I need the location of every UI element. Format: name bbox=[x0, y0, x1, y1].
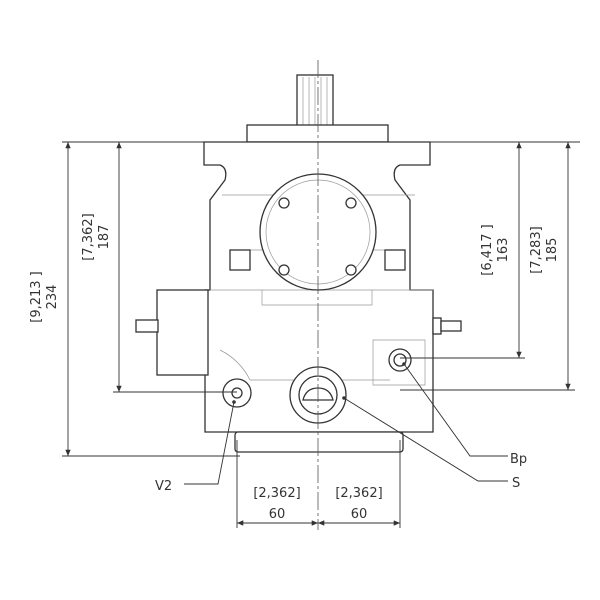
label-v2: V2 bbox=[155, 479, 172, 494]
dim-234-inch: [9,213 ] bbox=[29, 271, 44, 323]
side-control-block bbox=[156, 289, 209, 376]
leader-lines bbox=[184, 363, 508, 485]
dim-right-60-mm: 60 bbox=[351, 507, 368, 522]
cover-bolts bbox=[278, 197, 357, 276]
dim-left-60-mm: 60 bbox=[269, 507, 286, 522]
dim-187-mm: 187 bbox=[97, 225, 112, 250]
right-stud bbox=[440, 320, 462, 332]
dim-left-60-inch: [2,362] bbox=[253, 486, 300, 501]
label-bp: Bp bbox=[510, 452, 527, 467]
dim-187-inch: [7,362] bbox=[81, 213, 96, 260]
pump-body bbox=[135, 74, 462, 453]
pilot-flange bbox=[246, 124, 389, 143]
bottom-cap bbox=[234, 431, 404, 453]
dim-right-60-inch: [2,362] bbox=[335, 486, 382, 501]
dim-234-mm: 234 bbox=[45, 285, 60, 310]
dim-163-mm: 163 bbox=[496, 238, 511, 263]
left-stud bbox=[135, 319, 159, 333]
dim-163-inch: [6,417 ] bbox=[480, 224, 495, 276]
dim-185-inch: [7,283] bbox=[529, 226, 544, 273]
label-s: S bbox=[512, 476, 520, 491]
dim-185-mm: 185 bbox=[545, 238, 560, 263]
extension-lines bbox=[62, 141, 580, 528]
